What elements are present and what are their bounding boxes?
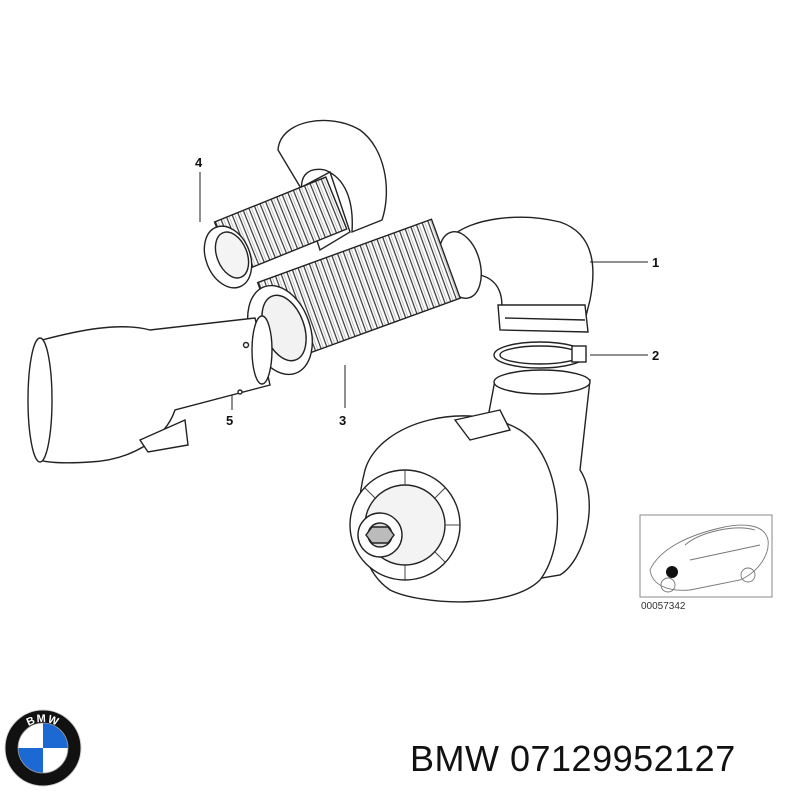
leader-lines (199, 172, 648, 410)
reference-code: 00057342 (641, 601, 686, 612)
part-number-caption: BMW 07129952127 (410, 738, 736, 779)
part-2-hose-clamp (493, 341, 587, 369)
alternator-assembly (349, 369, 591, 603)
part-4-intake-hose (203, 119, 388, 289)
part-3-corrugated-hose (247, 218, 462, 376)
part-1-elbow-hose (438, 216, 594, 333)
car-locator-inset: 00057342 (639, 514, 773, 612)
location-marker (666, 566, 678, 578)
bmw-logo: BMW (4, 709, 82, 787)
callout-1: 1 (652, 255, 659, 270)
callout-2: 2 (652, 348, 659, 363)
logo-text: BMW (25, 713, 61, 729)
callout-5: 5 (226, 413, 233, 428)
callout-4: 4 (195, 155, 203, 170)
callout-3: 3 (339, 413, 346, 428)
part-5-intake-pipe (27, 315, 273, 464)
